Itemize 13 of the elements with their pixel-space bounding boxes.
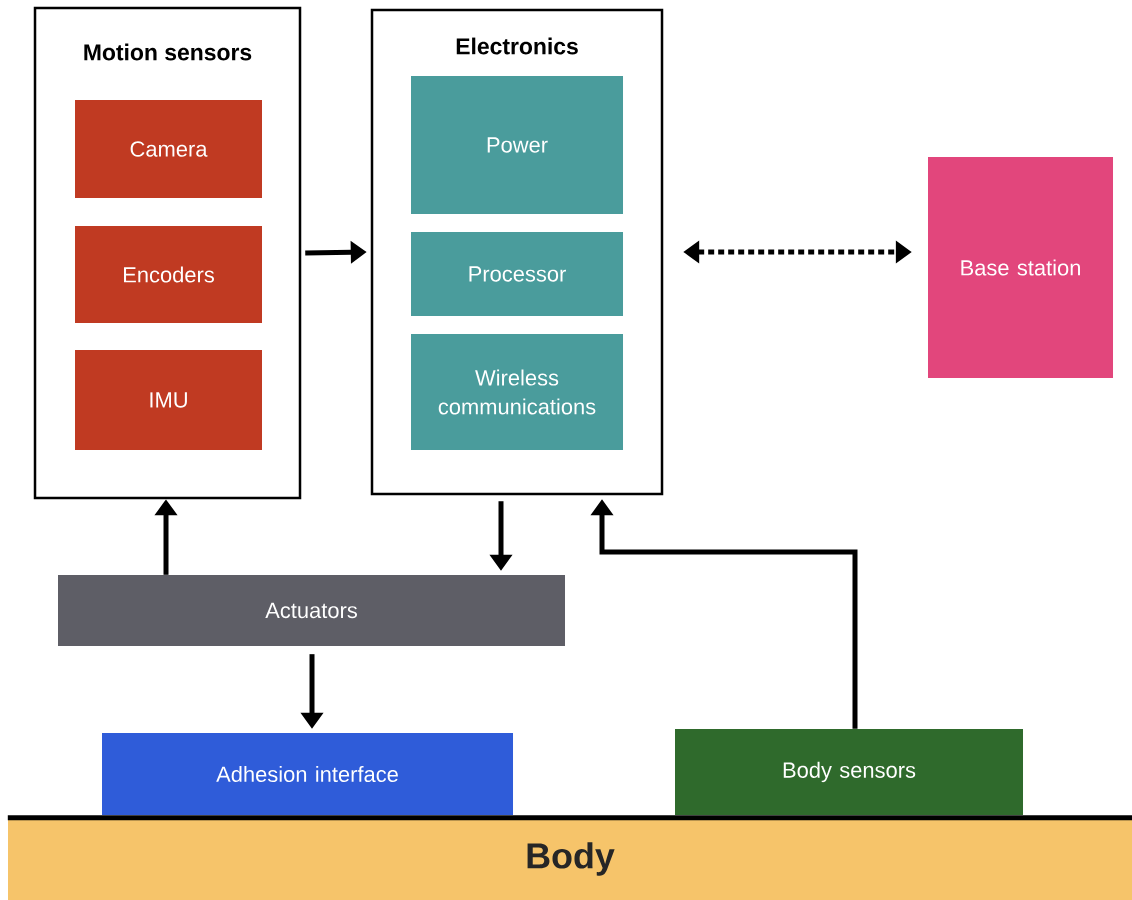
group-heading: Electronics <box>456 37 578 55</box>
component-box: IMU <box>75 350 262 450</box>
body-band: Body <box>7 815 1132 900</box>
component-box: Power <box>411 76 623 214</box>
component-box: Camera <box>75 100 262 198</box>
group-heading: Motion sensors <box>84 43 252 61</box>
component-box: Encoders <box>75 226 262 323</box>
layer-bar: Adhesion interface <box>102 733 513 815</box>
component-box: Base station <box>928 157 1113 378</box>
layer-bar: Actuators <box>58 575 565 646</box>
component-box: Wireless communications <box>411 334 623 450</box>
layer-bar: Body sensors <box>675 729 1023 815</box>
component-box: Processor <box>411 232 623 316</box>
